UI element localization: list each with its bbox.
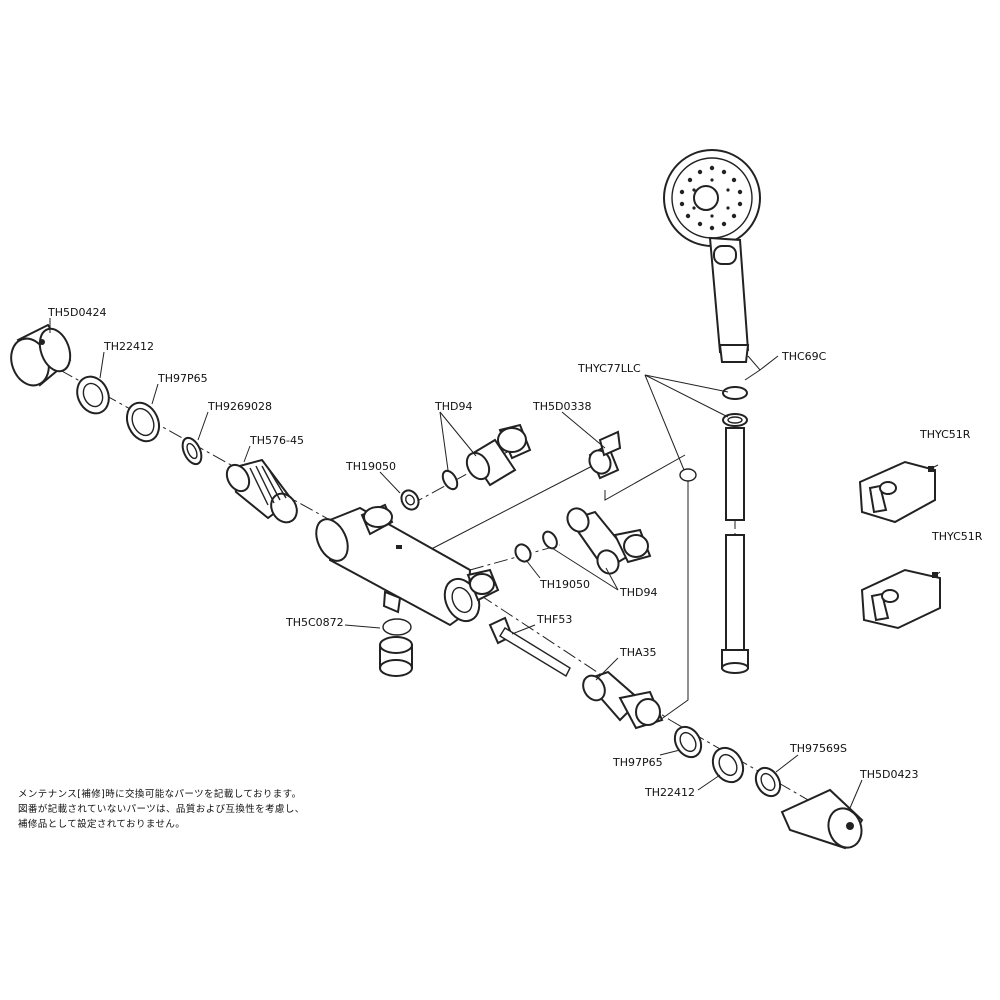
label-th5d0424: TH5D0424 <box>47 306 106 319</box>
washer-thyc77llc-part <box>679 386 748 482</box>
label-thyc51r-upper: THYC51R <box>919 428 971 441</box>
ring-th22412-lower-part <box>711 746 745 784</box>
filter-thf53-part <box>488 616 571 677</box>
maintenance-note: メンテナンス[補修]時に交換可能なパーツを記載しております。 図番が記載されてい… <box>18 787 438 832</box>
label-th5d0423: TH5D0423 <box>859 768 918 781</box>
cartridge-th576-45-part <box>225 458 298 524</box>
label-thyc77llc: THYC77LLC <box>577 362 641 375</box>
ring-th97p65-left-part <box>125 401 161 443</box>
bottom-cap-th5c0872-part <box>379 618 413 677</box>
label-th19050-lower: TH19050 <box>539 578 590 591</box>
label-th9269028: TH9269028 <box>207 400 272 413</box>
label-th19050-upper: TH19050 <box>345 460 396 473</box>
washer-thd94-lower-part <box>542 530 558 550</box>
holder-thyc51r-upper-part <box>858 460 936 524</box>
label-thf53: THF53 <box>536 613 572 626</box>
elbow-fitting-lower-part <box>566 507 652 575</box>
check-valve-th19050-upper-part <box>400 489 420 511</box>
washer-thd94-upper-part <box>441 469 459 491</box>
label-thc69c: THC69C <box>781 350 827 363</box>
note-line-2: 図番が記載されていないパーツは、品質および互換性を考慮し、 <box>18 804 305 815</box>
end-cap-left-part <box>10 323 72 387</box>
label-thyc51r-lower: THYC51R <box>931 530 983 543</box>
label-th97p65-lower: TH97P65 <box>612 756 663 769</box>
elbow-fitting-upper-part <box>465 423 532 487</box>
note-line-3: 補修品として設定されておりません。 <box>18 819 186 830</box>
shower-head-thc69c-part <box>663 149 761 363</box>
label-thd94-upper: THD94 <box>434 400 472 413</box>
ring-th97p65-lower-part <box>673 725 703 759</box>
label-tha35: THA35 <box>619 646 657 659</box>
ring-th22412-left-part <box>76 375 110 415</box>
label-thd94-lower: THD94 <box>619 586 657 599</box>
label-th97p65-left: TH97P65 <box>157 372 208 385</box>
label-th97569s: TH97569S <box>789 742 847 755</box>
washer-th9269028-part <box>181 436 203 466</box>
label-th576-45: TH576-45 <box>249 434 304 447</box>
elbow-th5d0338-part <box>588 430 622 480</box>
ring-th97569s-part <box>754 766 782 798</box>
check-valve-th19050-lower-part <box>514 543 532 563</box>
leader-lines <box>49 318 941 809</box>
label-th5c0872: TH5C0872 <box>285 616 344 629</box>
shower-hose-part <box>721 427 749 674</box>
cartridge-tha35-part <box>582 670 664 730</box>
note-line-1: メンテナンス[補修]時に交換可能なパーツを記載しております。 <box>18 789 302 800</box>
holder-thyc51r-lower-part <box>860 568 941 630</box>
label-th5d0338: TH5D0338 <box>532 400 591 413</box>
mixer-body-part <box>315 503 500 627</box>
lever-handle-th5d0423-part <box>780 788 864 850</box>
label-th22412-lower: TH22412 <box>644 786 695 799</box>
label-th22412-left: TH22412 <box>103 340 154 353</box>
